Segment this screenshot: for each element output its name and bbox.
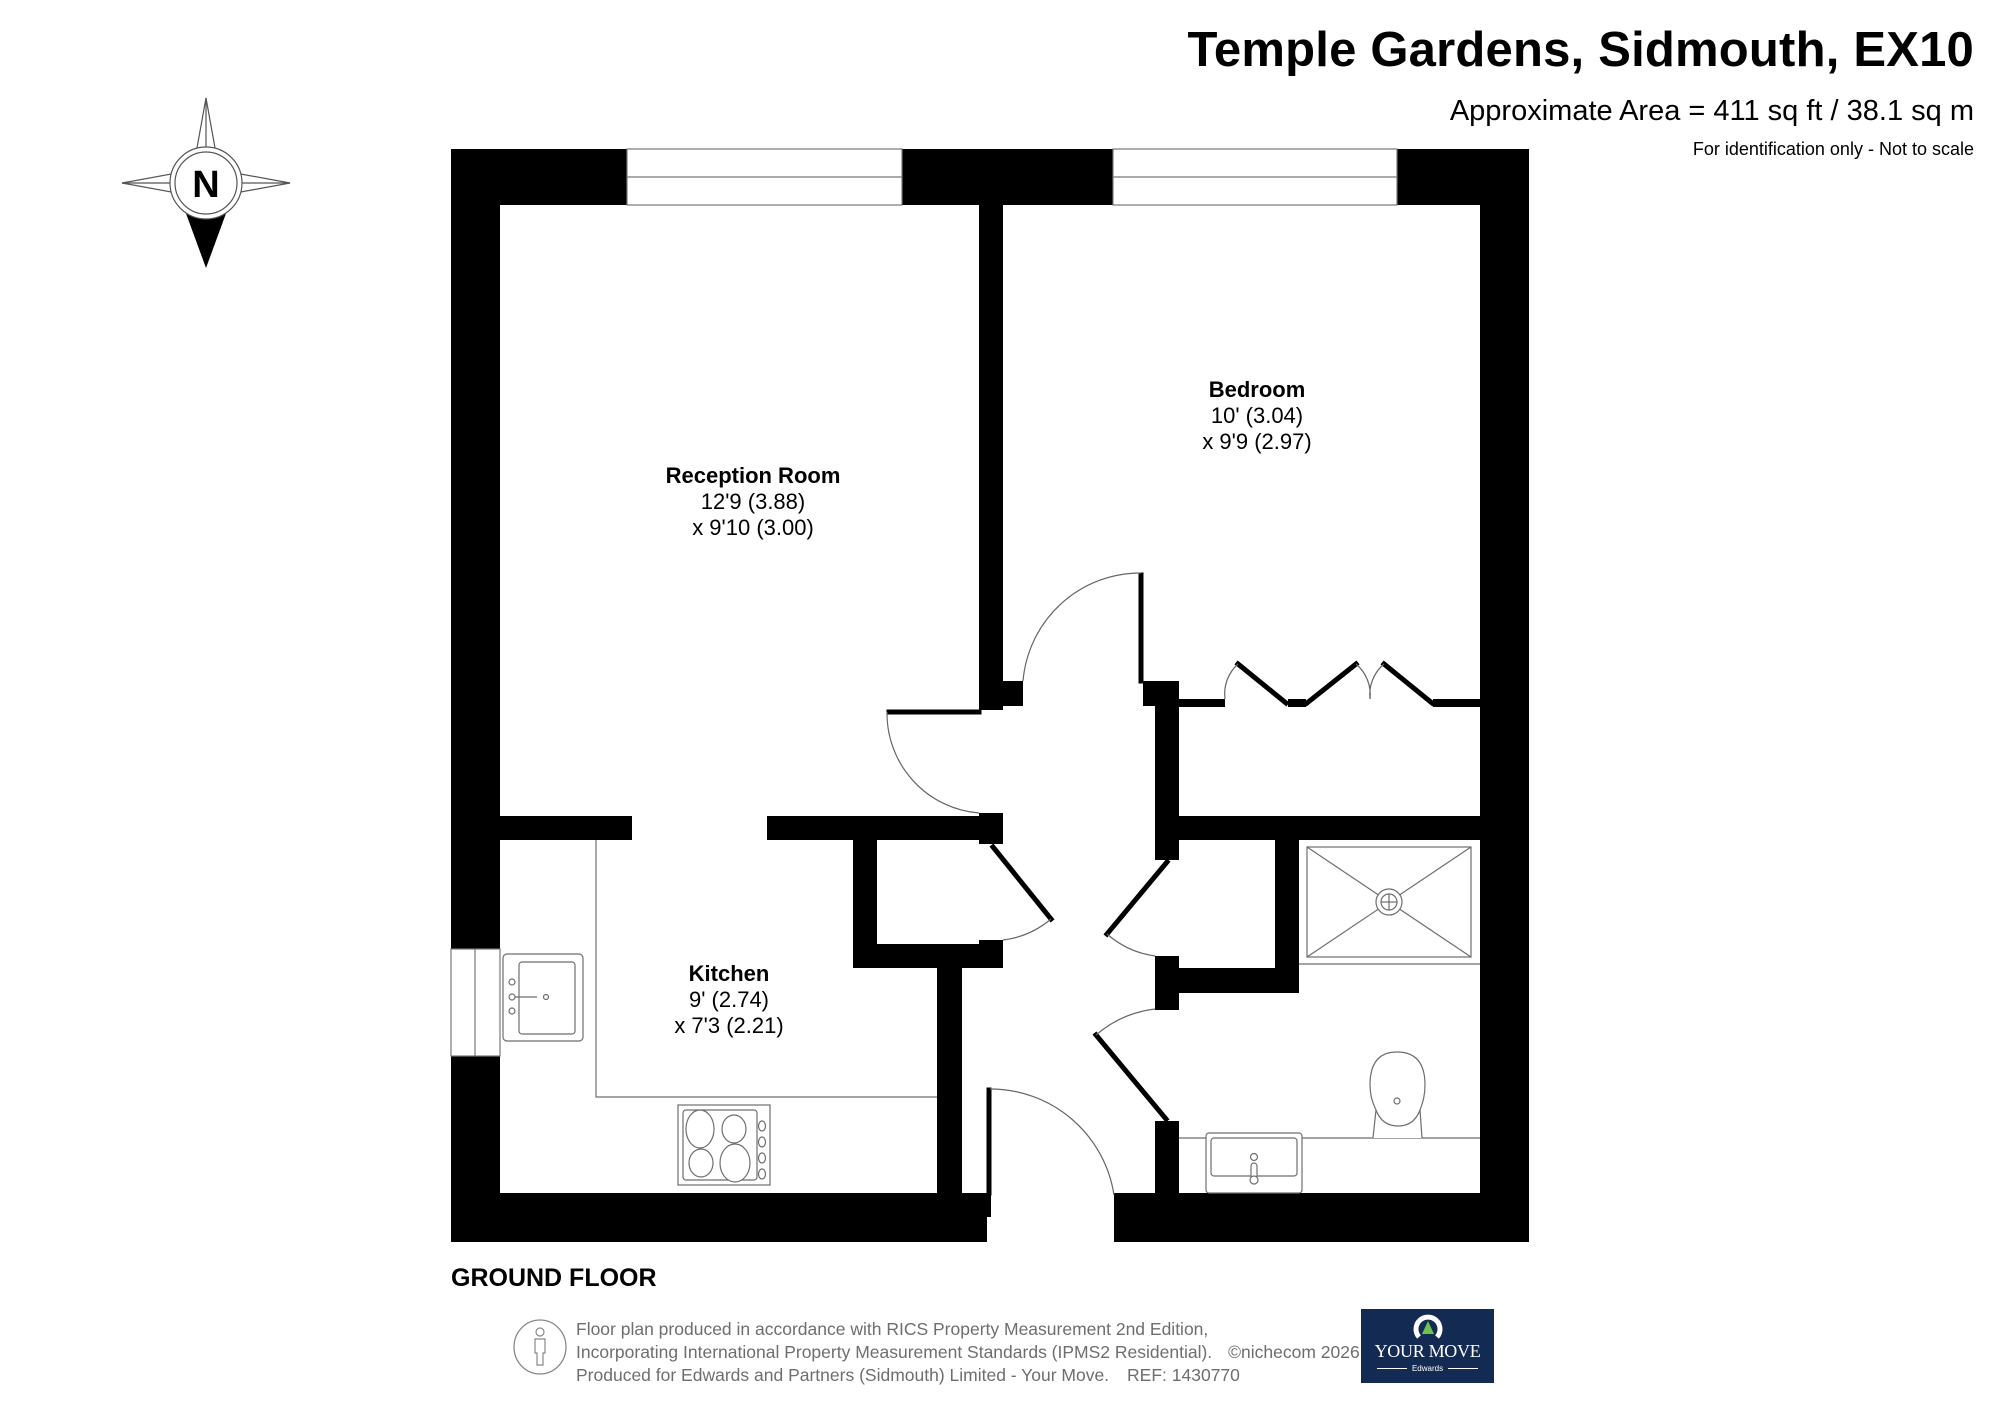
kitchen-fixtures [502,840,937,1186]
logo-brand: YOUR MOVE [1374,1341,1481,1361]
room-dimension-2: x 7'3 (2.21) [674,1013,784,1038]
wc-icon [1369,1051,1426,1139]
footer-credits: Floor plan produced in accordance with R… [576,1318,1365,1387]
room-label-kitchen: Kitchen 9' (2.74) x 7'3 (2.21) [674,961,783,1039]
room-dimension-2: x 9'9 (2.97) [1202,429,1312,454]
shower-tray-icon [1306,846,1472,958]
approximate-area: Approximate Area = 411 sq ft / 38.1 sq m [1449,95,1974,127]
room-name: Reception Room [665,463,841,488]
basin-icon [1205,1132,1303,1194]
scale-disclaimer: For identification only - Not to scale [1692,139,1974,159]
svg-text:N: N [192,164,219,206]
footer-line-3: Produced for Edwards and Partners (Sidmo… [576,1365,1110,1385]
your-move-ring-icon [1413,1314,1443,1339]
person-scale-icon [513,1319,567,1375]
floor-label: GROUND FLOOR [451,1264,657,1292]
room-label-reception: Reception Room 12'9 (3.88) x 9'10 (3.00) [666,463,841,541]
room-dimension-1: 10' (3.04) [1210,403,1304,428]
logo-sub: Edwards [1361,1365,1494,1373]
hob-icon [677,1104,771,1186]
footer-line-1: Floor plan produced in accordance with R… [576,1319,1209,1339]
room-dimension-1: 12'9 (3.88) [700,489,806,514]
room-dimension-2: x 9'10 (3.00) [692,515,814,540]
property-title: Temple Gardens, Sidmouth, EX10 [1187,23,1974,77]
footer-copyright: ©nichecom 2026. [1228,1342,1365,1362]
room-name: Bedroom [1208,377,1306,402]
footer-line-2: Incorporating International Property Mea… [576,1342,1213,1362]
door-leaves [886,572,1436,1196]
room-label-bedroom: Bedroom 10' (3.04) x 9'9 (2.97) [1202,377,1311,455]
room-name: Kitchen [688,961,770,986]
walls [451,149,1529,1242]
compass-rose-icon: N [121,97,291,268]
your-move-logo: YOUR MOVE Edwards [1361,1309,1494,1383]
door-swings [886,572,1385,1196]
bathroom-fixtures [1179,846,1480,1194]
windows [450,148,1398,1057]
room-dimension-1: 9' (2.74) [688,987,770,1012]
footer-ref: REF: 1430770 [1127,1365,1240,1385]
